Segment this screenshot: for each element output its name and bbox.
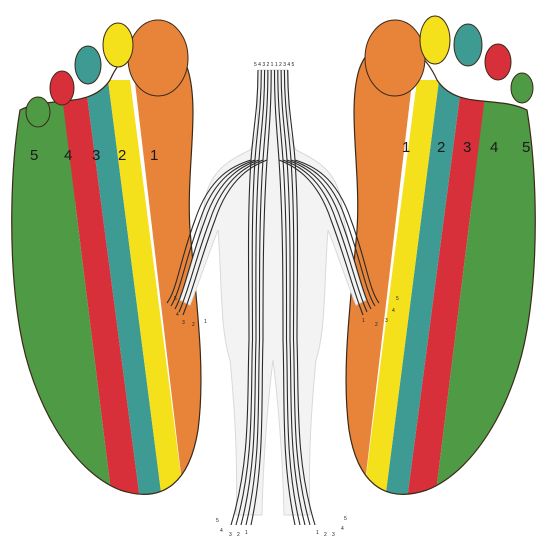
left-hand-number: 1	[204, 319, 207, 325]
left-zone-label-1: 1	[150, 147, 158, 164]
right-hand-number: 5	[396, 296, 399, 302]
left-hand-number: 2	[192, 322, 195, 328]
left-hand-number: 4	[176, 312, 179, 318]
right-hand-number: 2	[375, 322, 378, 328]
left-zone-label-5: 5	[30, 147, 38, 164]
right-foot-sole: 1 2 3 4 5	[327, 16, 547, 520]
right-little-toe	[511, 73, 533, 103]
right-third-toe	[454, 24, 482, 66]
right-zone-label-5: 5	[522, 139, 530, 156]
right-zone-label-3: 3	[463, 139, 471, 156]
head-zone-numbers: 5 4 3 2 1 1 2 3 4 5	[254, 62, 295, 68]
left-fourth-toe	[50, 71, 74, 105]
left-foot-number: 1	[245, 530, 248, 536]
right-zone-label-1: 1	[402, 139, 410, 156]
left-foot-number: 3	[229, 532, 232, 538]
left-foot-number: 5	[216, 518, 219, 524]
right-second-toe	[420, 16, 450, 64]
left-hand-number: 3	[182, 320, 185, 326]
left-foot-number: 2	[237, 532, 240, 538]
left-zone-label-3: 3	[92, 147, 100, 164]
left-third-toe	[75, 46, 101, 84]
right-hand-number: 3	[385, 318, 388, 324]
left-zone-label-2: 2	[118, 147, 126, 164]
left-hand-number: 5	[174, 296, 177, 302]
right-foot-numbers: 1 2 3 4 5	[316, 516, 347, 538]
right-hand-number: 1	[362, 318, 365, 324]
left-little-toe	[26, 97, 50, 127]
left-foot-number: 4	[220, 528, 223, 534]
right-hand-number: 4	[392, 308, 395, 314]
right-big-toe	[365, 20, 425, 96]
right-zone-label-4: 4	[490, 139, 498, 156]
right-foot-number: 5	[344, 516, 347, 522]
body-silhouette	[180, 70, 366, 515]
left-second-toe	[103, 23, 133, 67]
right-zone-label-2: 2	[437, 139, 445, 156]
left-foot-sole: 5 4 3 2 1	[0, 20, 220, 520]
right-foot-number: 2	[324, 532, 327, 538]
left-big-toe	[128, 20, 188, 96]
right-fourth-toe	[485, 44, 511, 80]
right-foot-number: 3	[332, 532, 335, 538]
right-foot-number: 1	[316, 530, 319, 536]
left-zone-label-4: 4	[64, 147, 72, 164]
right-foot-number: 4	[341, 526, 344, 532]
